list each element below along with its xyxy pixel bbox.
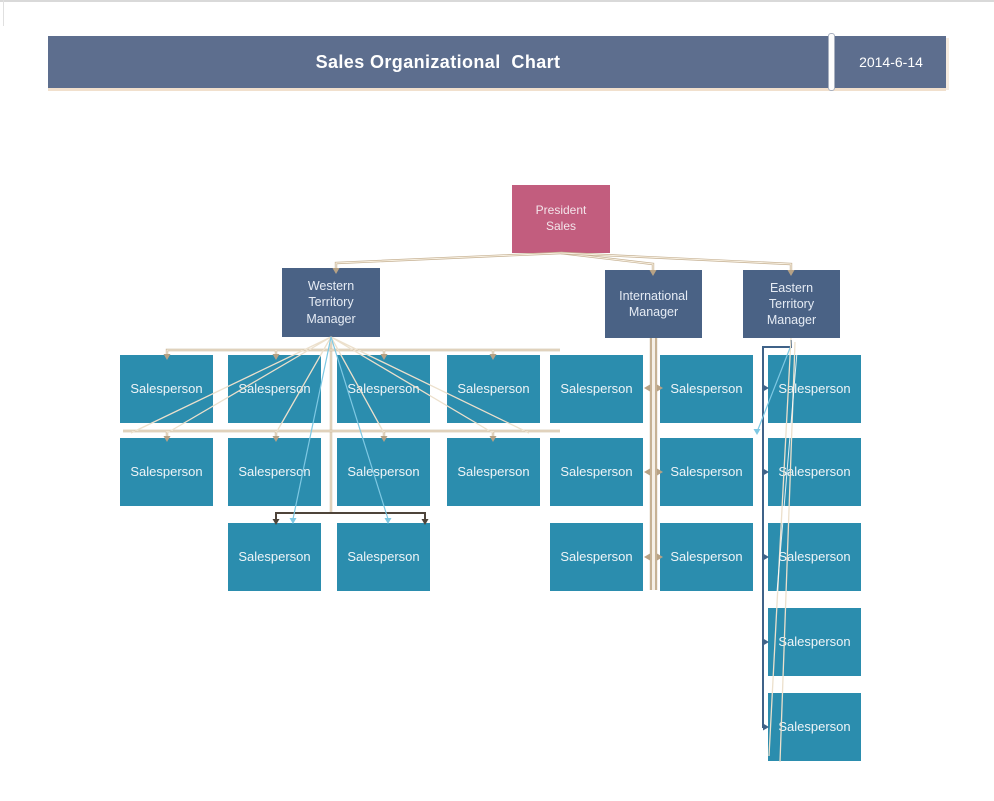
divider-handle — [828, 33, 835, 91]
org-node-label-line: Manager — [306, 311, 356, 326]
org-node-salesperson-19[interactable]: Salesperson — [768, 523, 861, 591]
org-node-label-line: International — [619, 288, 688, 303]
org-node-label-line: Salesperson — [457, 463, 530, 479]
connector-president-international — [560, 251, 655, 271]
org-node-label-line: Salesperson — [670, 463, 743, 479]
org-node-salesperson-15[interactable]: Salesperson — [228, 523, 321, 591]
page-title: Sales Organizational Chart — [315, 52, 561, 72]
org-node-label-line: Salesperson — [778, 380, 851, 396]
org-node-label-line: Salesperson — [778, 548, 851, 564]
top-border-line — [0, 0, 994, 2]
org-node-salesperson-3[interactable]: Salesperson — [337, 355, 430, 423]
org-node-salesperson-5[interactable]: Salesperson — [550, 355, 643, 423]
connector-president-eastern — [560, 251, 793, 271]
org-node-salesperson-8[interactable]: Salesperson — [120, 438, 213, 506]
org-node-label-line: Territory — [768, 296, 815, 311]
title-bar: Sales Organizational Chart 2014-6-14 — [48, 33, 946, 91]
connector-president-western — [334, 251, 562, 269]
org-node-label-line: Sales — [545, 219, 577, 233]
org-node-label-line: Salesperson — [130, 380, 203, 396]
org-node-salesperson-20[interactable]: Salesperson — [768, 608, 861, 676]
org-node-label-line: Salesperson — [670, 548, 743, 564]
date-label: 2014-6-14 — [859, 54, 923, 70]
org-node-salesperson-13[interactable]: Salesperson — [660, 438, 753, 506]
connector-international-bundle — [649, 338, 658, 590]
org-node-label-line: Salesperson — [560, 380, 633, 396]
org-node-label-line: Salesperson — [238, 463, 311, 479]
org-node-salesperson-10[interactable]: Salesperson — [337, 438, 430, 506]
org-node-label-line: President — [535, 203, 587, 218]
arrowhead-icon — [644, 384, 650, 392]
org-node-salesperson-14[interactable]: Salesperson — [768, 438, 861, 506]
org-node-salesperson-1[interactable]: Salesperson — [120, 355, 213, 423]
org-node-label-line: Salesperson — [778, 463, 851, 479]
org-node-salesperson-4[interactable]: Salesperson — [447, 355, 540, 423]
org-node-label-line: Salesperson — [778, 718, 851, 734]
org-node-label-line: Salesperson — [778, 633, 851, 649]
connector-western-row2-bracket — [123, 429, 560, 437]
arrowhead-icon — [753, 429, 761, 435]
org-node-label-line: Western — [307, 279, 355, 294]
org-node-label-line: Territory — [308, 295, 354, 310]
org-node-salesperson-7[interactable]: Salesperson — [768, 355, 861, 423]
org-node-salesperson-12[interactable]: Salesperson — [550, 438, 643, 506]
org-node-salesperson-11[interactable]: Salesperson — [447, 438, 540, 506]
org-node-label-line: Salesperson — [457, 380, 530, 396]
org-node-label-line: Salesperson — [238, 548, 311, 564]
org-node-label-line: Manager — [628, 305, 679, 319]
org-node-salesperson-18[interactable]: Salesperson — [660, 523, 753, 591]
arrowhead-icon — [644, 553, 650, 561]
org-node-salesperson-21[interactable]: Salesperson — [768, 693, 861, 761]
org-node-label-line: Salesperson — [238, 380, 311, 396]
org-node-label-line: Eastern — [769, 280, 814, 295]
org-node-salesperson-6[interactable]: Salesperson — [660, 355, 753, 423]
org-node-salesperson-2[interactable]: Salesperson — [228, 355, 321, 423]
org-node-label-line: Salesperson — [130, 463, 203, 479]
org-node-salesperson-17[interactable]: Salesperson — [550, 523, 643, 591]
org-node-salesperson-9[interactable]: Salesperson — [228, 438, 321, 506]
connector-western-row3-bracket — [275, 512, 426, 520]
left-border-tick — [3, 0, 4, 26]
org-node-label-line: Salesperson — [560, 548, 633, 564]
org-node-label-line: Manager — [766, 313, 817, 328]
org-node-label-line: Salesperson — [347, 548, 420, 564]
org-node-label-line: Salesperson — [347, 380, 420, 396]
org-node-salesperson-16[interactable]: Salesperson — [337, 523, 430, 591]
org-node-label-line: Salesperson — [347, 463, 420, 479]
org-node-label-line: Salesperson — [670, 380, 743, 396]
org-node-label-line: Salesperson — [560, 463, 633, 479]
arrowhead-icon — [644, 468, 650, 476]
